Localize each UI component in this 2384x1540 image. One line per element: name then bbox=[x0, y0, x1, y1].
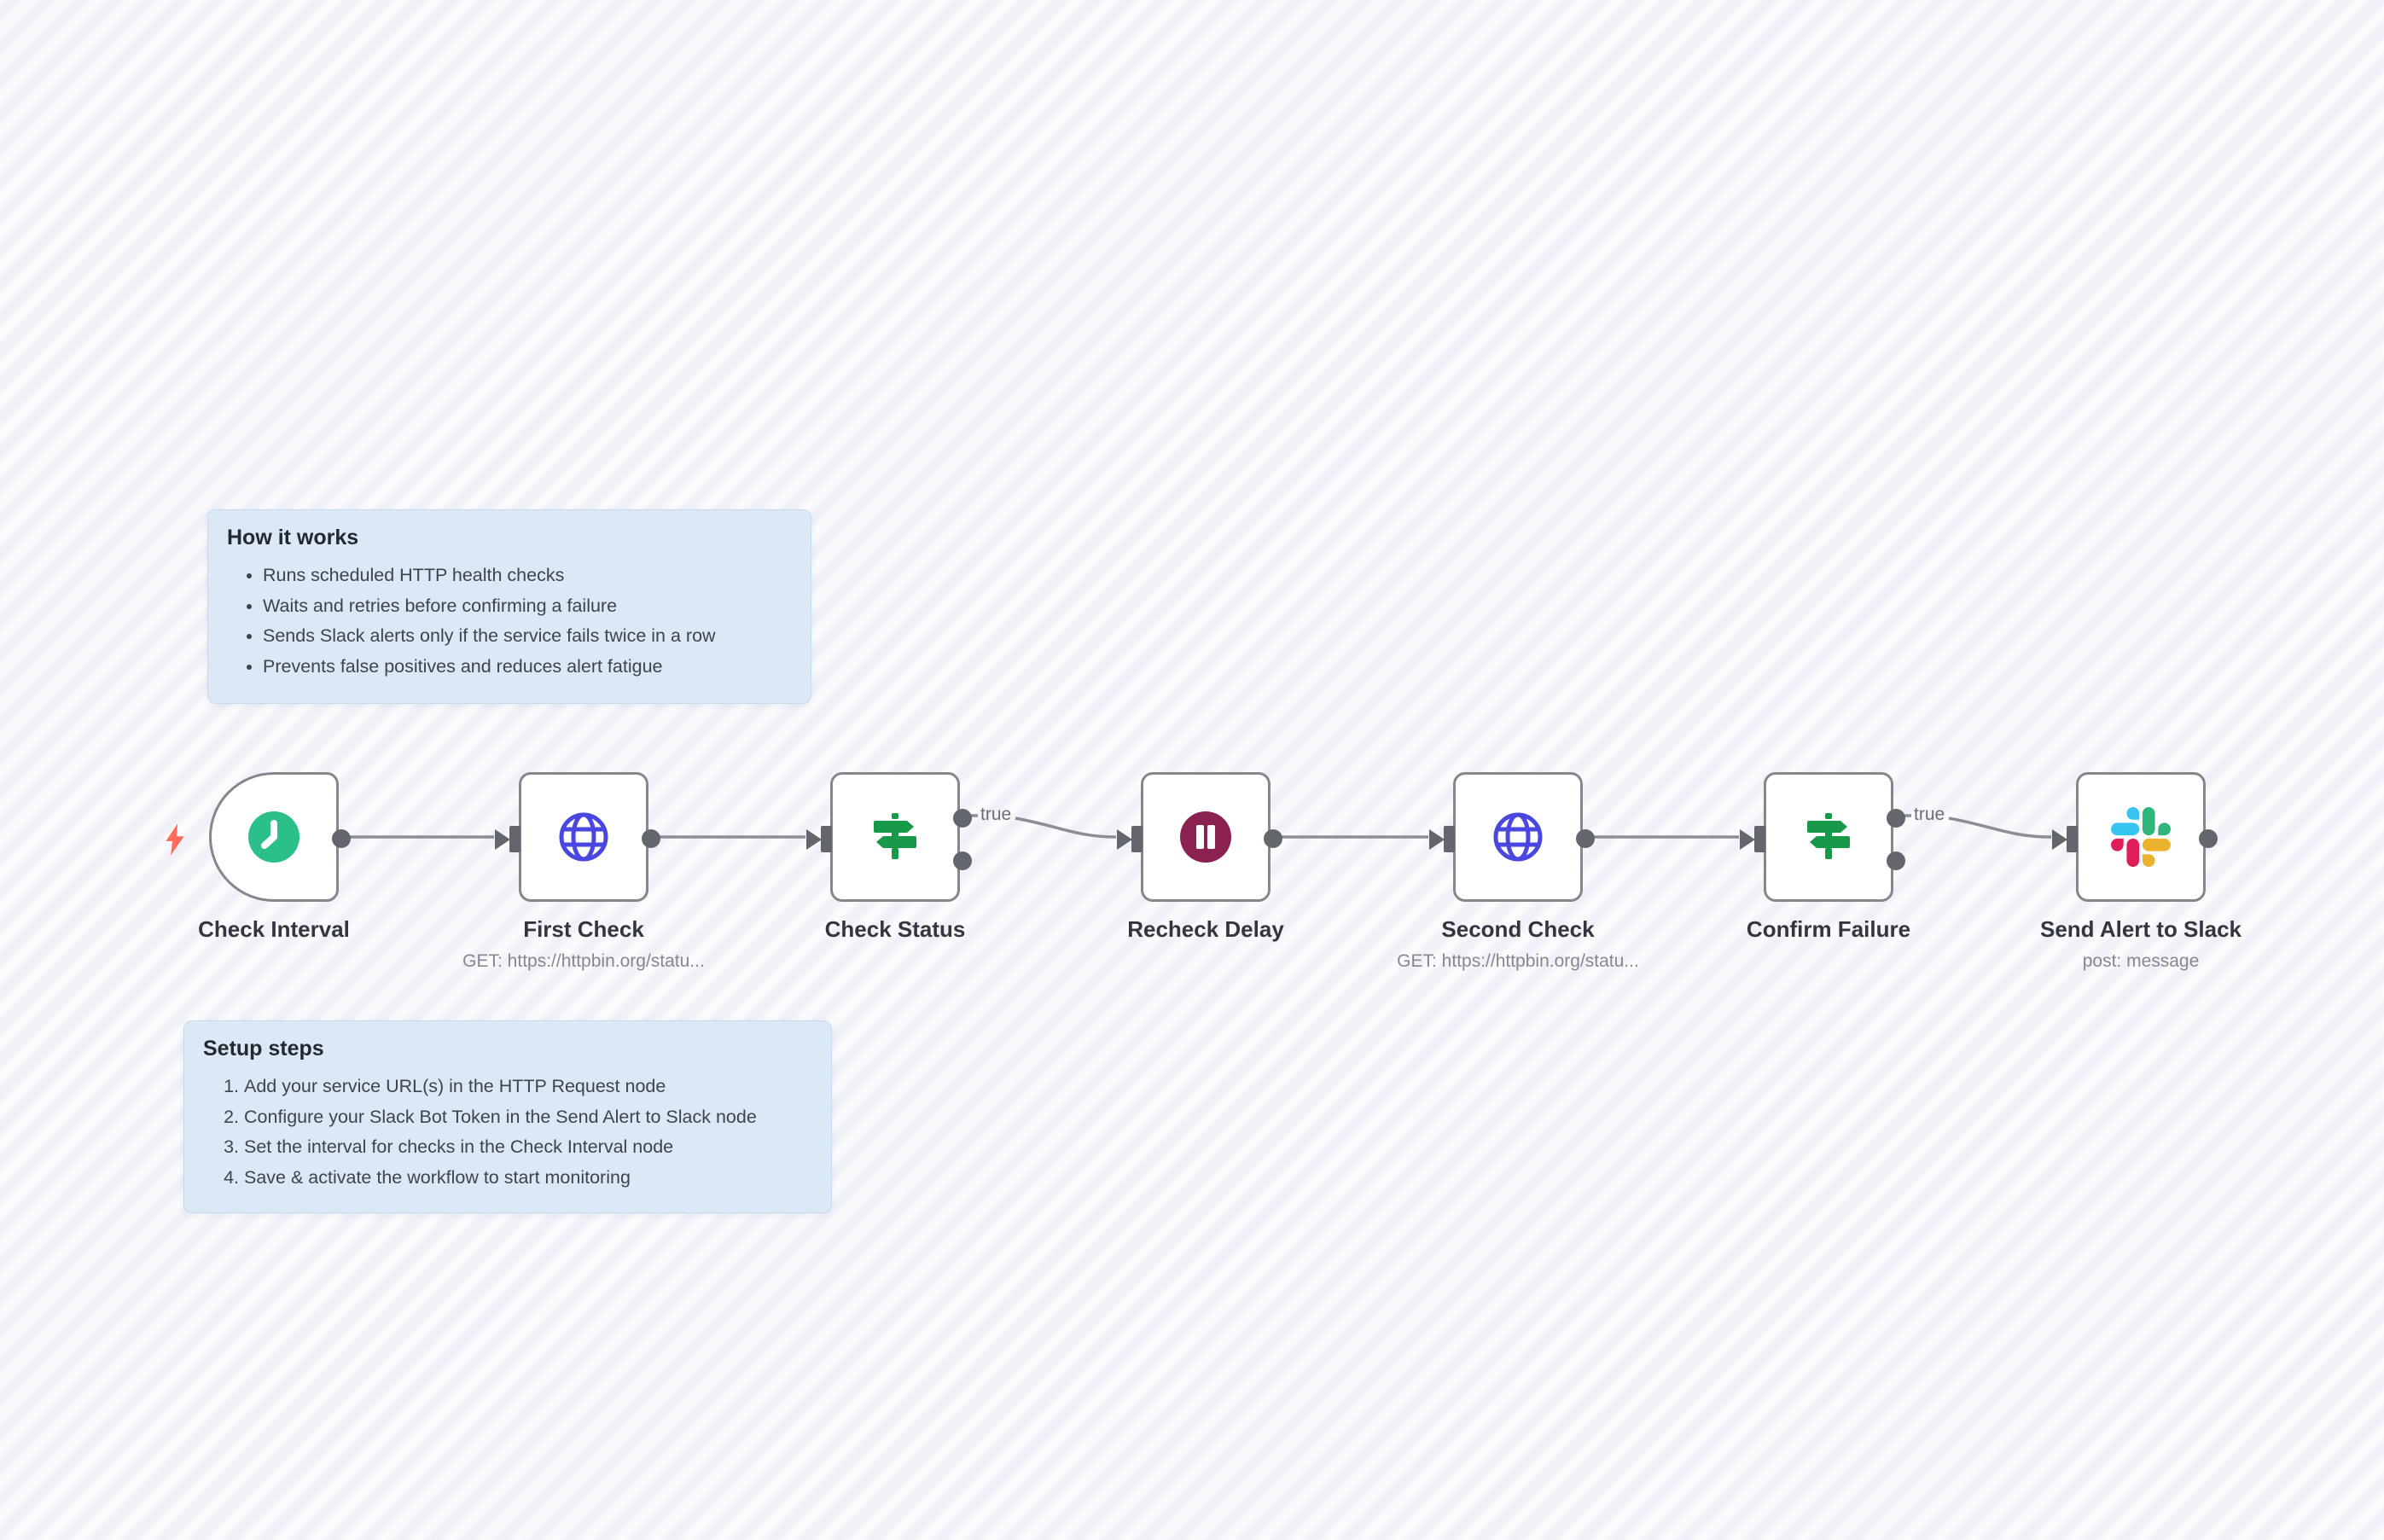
globe-icon bbox=[1493, 812, 1543, 862]
list-item: Save & activate the workflow to start mo… bbox=[244, 1163, 809, 1194]
slack-icon bbox=[2111, 807, 2171, 867]
input-arrow-icon bbox=[806, 829, 822, 850]
connection-check-status-recheck-delay[interactable] bbox=[1015, 816, 1117, 839]
node-label: Check Interval bbox=[198, 916, 350, 942]
input-port[interactable] bbox=[1131, 826, 1143, 852]
node-sublabel: post: message bbox=[2082, 951, 2200, 971]
node-check-interval[interactable]: Check Interval bbox=[198, 772, 351, 942]
node-label: Send Alert to Slack bbox=[2040, 916, 2242, 942]
node-first-check[interactable]: First Check GET: https://httpbin.org/sta… bbox=[462, 772, 705, 971]
output-port-true[interactable] bbox=[1887, 809, 1905, 828]
list-item: Prevents false positives and reduces ale… bbox=[263, 652, 788, 683]
list-item: Add your service URL(s) in the HTTP Requ… bbox=[244, 1072, 809, 1102]
output-port[interactable] bbox=[1576, 829, 1595, 848]
connection-confirm-failure-send-alert[interactable] bbox=[1948, 816, 2052, 839]
pause-icon bbox=[1180, 811, 1231, 863]
output-port[interactable] bbox=[1264, 829, 1282, 848]
node-sublabel: GET: https://httpbin.org/statu... bbox=[462, 951, 705, 971]
input-port[interactable] bbox=[821, 826, 832, 852]
node-label: Second Check bbox=[1441, 916, 1595, 942]
signpost-icon bbox=[874, 813, 916, 859]
input-arrow-icon bbox=[495, 829, 510, 850]
input-arrow-icon bbox=[1117, 829, 1132, 850]
node-second-check[interactable]: Second Check GET: https://httpbin.org/st… bbox=[1397, 772, 1639, 971]
node-recheck-delay[interactable]: Recheck Delay bbox=[1117, 772, 1284, 942]
output-port[interactable] bbox=[642, 829, 660, 848]
input-arrow-icon bbox=[1740, 829, 1755, 850]
sticky-note-how-it-works[interactable]: How it works Runs scheduled HTTP health … bbox=[207, 509, 811, 704]
node-send-alert-to-slack[interactable]: Send Alert to Slack post: message bbox=[2040, 772, 2242, 971]
input-port[interactable] bbox=[1444, 826, 1455, 852]
output-port-false[interactable] bbox=[953, 851, 972, 870]
node-sublabel: GET: https://httpbin.org/statu... bbox=[1397, 951, 1639, 971]
sticky-note-setup-steps[interactable]: Setup steps Add your service URL(s) in t… bbox=[183, 1020, 832, 1213]
list-item: Configure your Slack Bot Token in the Se… bbox=[244, 1102, 809, 1133]
connection-label-true-check-status: true bbox=[980, 805, 1012, 824]
node-label: Check Status bbox=[824, 916, 966, 942]
node-confirm-failure[interactable]: Confirm Failure bbox=[1740, 772, 1910, 942]
list-item: Sends Slack alerts only if the service f… bbox=[263, 621, 788, 652]
node-label: Recheck Delay bbox=[1127, 916, 1284, 942]
sticky-note-numbered-list: Add your service URL(s) in the HTTP Requ… bbox=[203, 1072, 809, 1193]
output-port[interactable] bbox=[332, 829, 351, 848]
sticky-note-title: How it works bbox=[227, 526, 359, 549]
input-port[interactable] bbox=[1754, 826, 1765, 852]
input-port[interactable] bbox=[2067, 826, 2078, 852]
output-port-false[interactable] bbox=[1887, 851, 1905, 870]
clock-icon bbox=[248, 811, 299, 863]
list-item: Runs scheduled HTTP health checks bbox=[263, 561, 788, 591]
globe-icon bbox=[559, 812, 608, 862]
output-port-true[interactable] bbox=[953, 809, 972, 828]
node-label: Confirm Failure bbox=[1746, 916, 1911, 942]
list-item: Waits and retries before confirming a fa… bbox=[263, 591, 788, 622]
node-check-status[interactable]: Check Status bbox=[806, 772, 972, 942]
input-arrow-icon bbox=[1429, 829, 1445, 850]
trigger-pulse-icon bbox=[166, 823, 184, 856]
node-label: First Check bbox=[523, 916, 644, 942]
signpost-icon bbox=[1807, 813, 1850, 859]
sticky-note-title: Setup steps bbox=[203, 1037, 324, 1061]
input-arrow-icon bbox=[2052, 829, 2067, 850]
input-port[interactable] bbox=[509, 826, 520, 852]
sticky-note-bullet-list: Runs scheduled HTTP health checks Waits … bbox=[227, 561, 788, 682]
output-port[interactable] bbox=[2199, 829, 2218, 848]
list-item: Set the interval for checks in the Check… bbox=[244, 1132, 809, 1163]
connection-label-true-confirm-failure: true bbox=[1914, 805, 1945, 824]
